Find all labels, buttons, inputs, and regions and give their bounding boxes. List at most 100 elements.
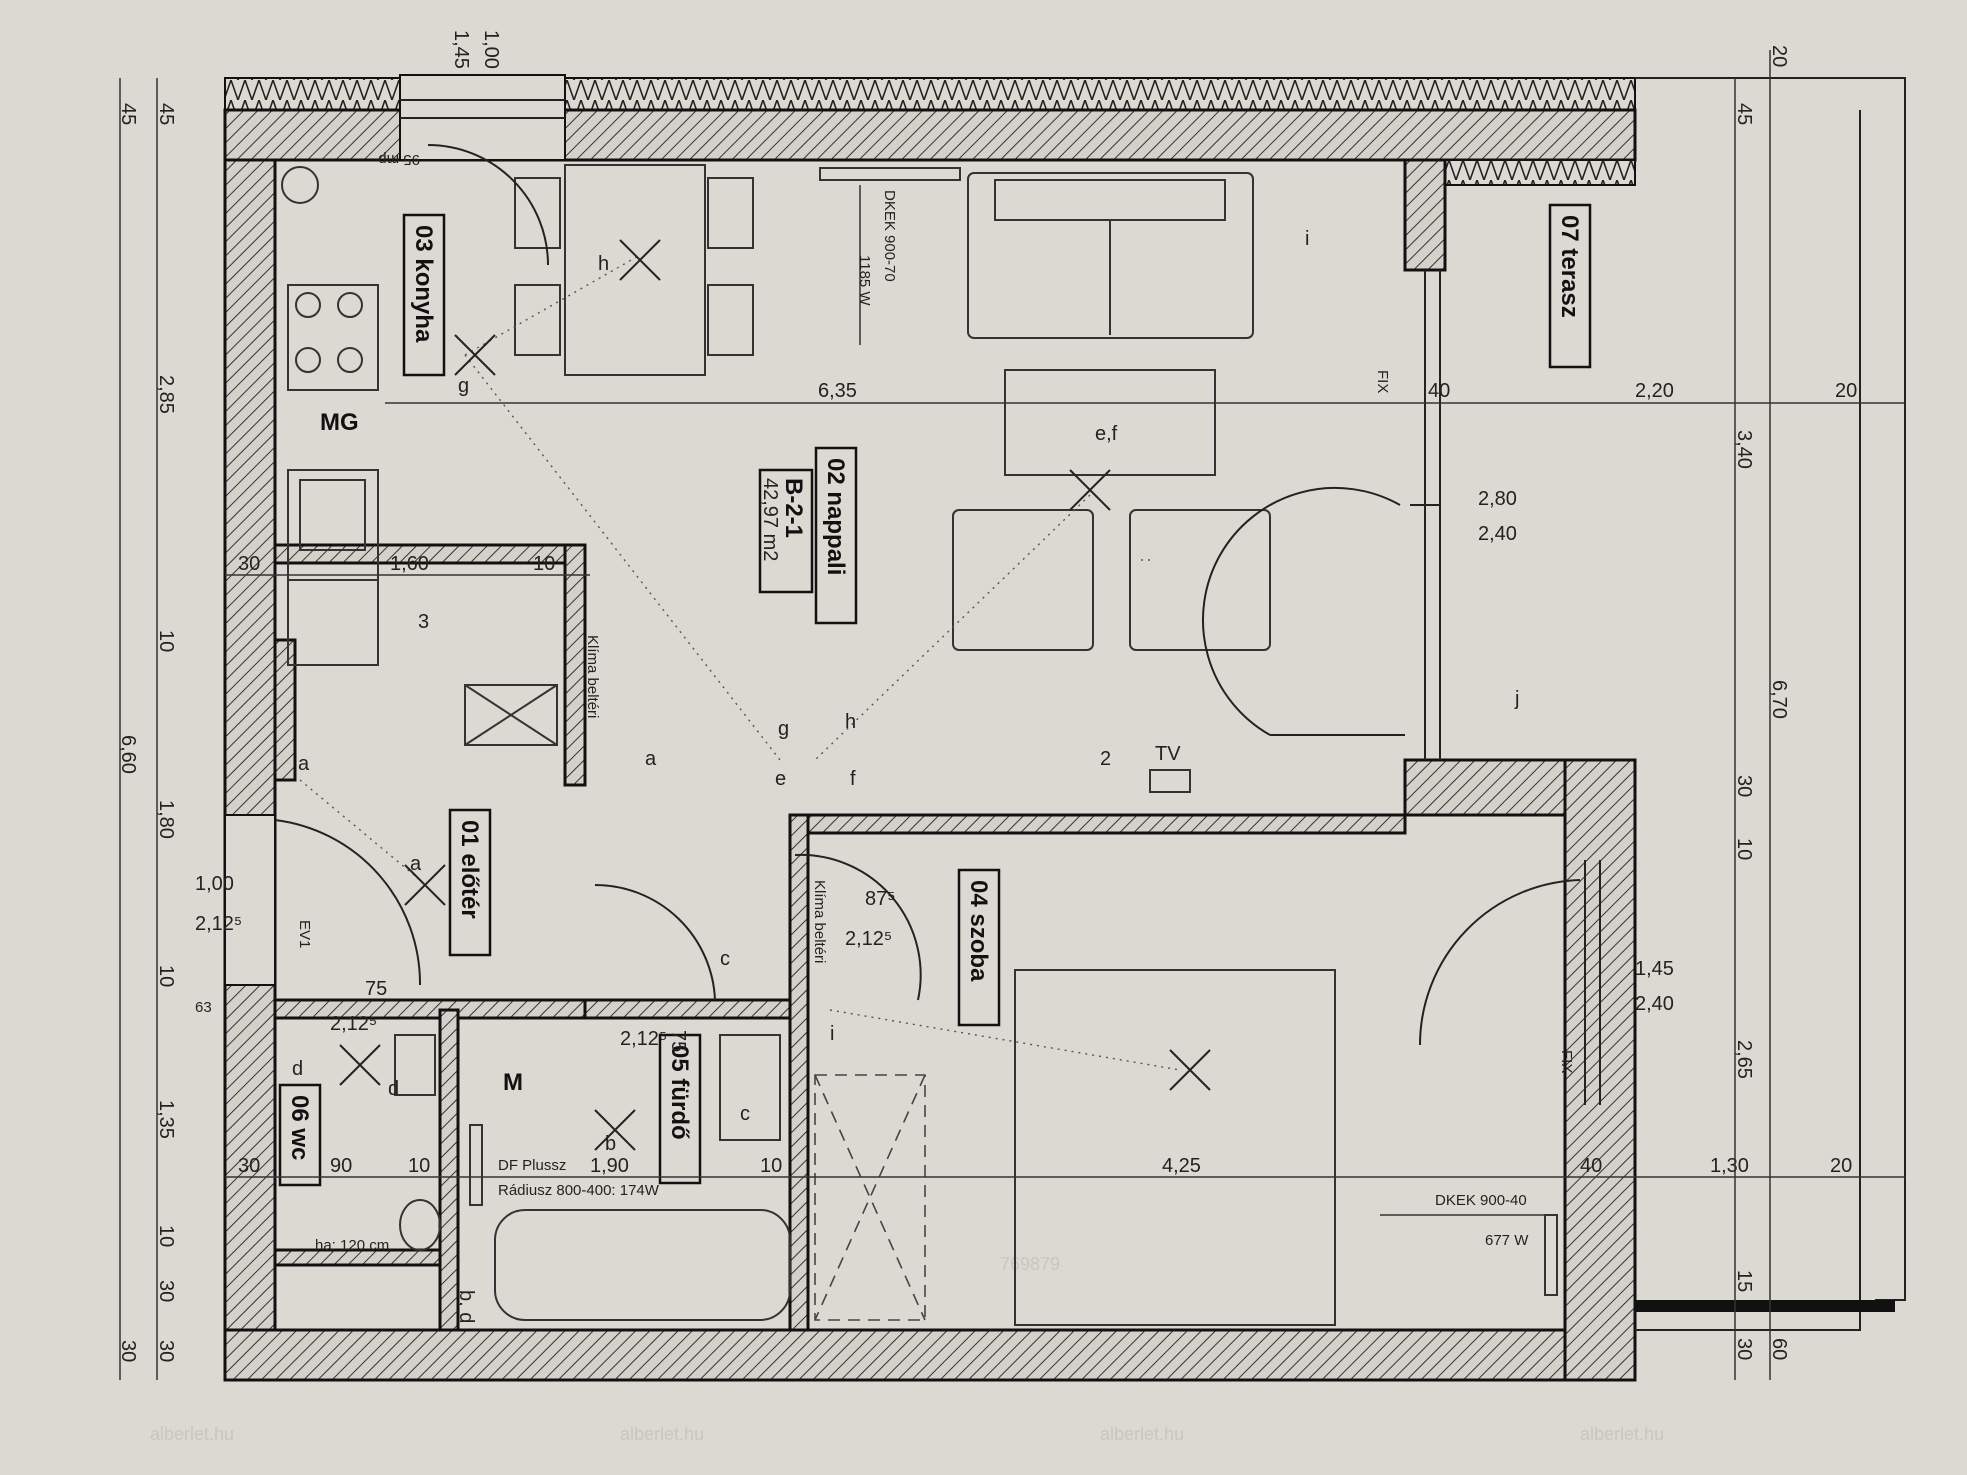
watermark-id: 769879 [1000,1254,1060,1274]
wall-bath-right [788,813,810,1332]
wall-bedroom-top [1403,758,1567,817]
dim-mid: 30 [238,553,260,575]
dim-right-inner: 45 [1733,103,1755,125]
kitchen-window-height: 1,45 [450,30,472,69]
chair [514,284,561,356]
dim-top: 6,35 [818,380,857,402]
kitchen-window-width: 1,00 [480,30,502,69]
terrace-door-height: 2,40 [1478,523,1517,545]
wall-wc-bath [273,998,587,1020]
light-fixtures [339,239,1211,1151]
bath-door-swing [594,883,716,1001]
fix-label: FIX [1558,1050,1575,1073]
dim-left-inner: 10 [155,630,177,652]
light-x [454,334,496,376]
wall-left [223,158,277,1382]
svg-text:1185 W: 1185 W [856,255,873,306]
dimension-lines: 6,35 40 2,20 20 30 1,60 10 30 90 10 1,90… [117,45,1905,1380]
chair [707,284,754,356]
radiator-2-power: 677 W [1485,1232,1529,1249]
entry-door-height: 2,12⁵ [195,913,242,935]
shoe-cabinet [464,684,558,746]
radiator-1-label: DKEK 900-70 1185 W [856,190,898,306]
bed [1014,969,1336,1326]
svg-text:B-2-1: B-2-1 [780,478,807,538]
armchair [952,509,1094,651]
wall-wc-top [273,638,297,782]
room-living-label: 02 nappali [814,446,858,625]
dim-right-outer: 60 [1768,1338,1790,1360]
wiring [299,254,1181,1071]
terrace-inner-outline [1635,110,1861,1331]
bedroom-window-swing [1419,879,1581,1046]
svg-text:DKEK 900-70: DKEK 900-70 [881,190,898,282]
switch-letters: a a a b c c d d e f g h i i j 3 2 e,f h … [292,228,1519,1155]
dim-left-inner: 2,85 [155,375,177,414]
room-bath-label: 05 fürdő [658,1033,702,1185]
chair [514,177,561,249]
svg-text:a: a [410,853,422,875]
stove [287,284,379,391]
svg-text:h: h [845,711,856,733]
entry-ev-label: EV1 [296,920,313,948]
room-labels: 03 konyha 02 nappali B-2-1 42,97 m2 01 e… [278,203,1592,1187]
wall-wc-right [438,1008,460,1332]
entry-door-opening [224,814,276,986]
dim-mid: 10 [533,553,555,575]
dim-bottom: 10 [408,1155,430,1177]
dim-left-outer: 6,60 [117,735,139,774]
dim-bottom: 4,25 [1162,1155,1201,1177]
dim-left-inner: 45 [155,103,177,125]
dim-right-inner: 15 [1733,1270,1755,1292]
dim-top: 2,20 [1635,380,1674,402]
clima-label-1: Klíma beltéri [584,635,601,718]
light-x [594,1109,636,1151]
svg-text:2: 2 [1100,748,1111,770]
svg-text:j: j [1514,688,1519,710]
dim-bottom: 40 [1580,1155,1602,1177]
wall-entry-closet [563,543,587,787]
light-x [339,1044,381,1086]
bedroom-door-height: 2,12⁵ [845,928,892,950]
bath-door-height: 2,12⁵ [620,1028,667,1050]
svg-text:04 szoba: 04 szoba [965,880,992,982]
svg-text:a: a [645,748,657,770]
dim-right-inner: 10 [1733,838,1755,860]
tv-socket [1149,769,1191,793]
svg-text:05 fürdő: 05 fürdő [666,1045,693,1140]
bath-height: ha: 120 cm [315,1237,389,1254]
clima-label-2: Klíma beltéri [811,880,828,963]
light-x [1169,1049,1211,1091]
svg-text:3: 3 [418,611,429,633]
sink [287,579,379,666]
dim-right-inner: 2,65 [1733,1040,1755,1079]
ef-mark: e,f [1095,423,1118,445]
light-x [1069,469,1111,511]
dim-top: 40 [1428,380,1450,402]
dim-left-outer: 45 [117,103,139,125]
h-mark: h [598,253,609,275]
tv-label: TV [1155,743,1181,765]
armchair [1129,509,1271,651]
radiator [819,167,961,181]
dining-table [564,164,706,376]
boiler [281,166,319,204]
dim-right-inner: 3,40 [1733,430,1755,469]
bedroom-window-height: 2,40 [1635,993,1674,1015]
radiator-2-model: DKEK 900-40 [1435,1192,1527,1209]
room-kitchen-label: 03 konyha [402,213,446,377]
bath-radiator-line2: Rádiusz 800-400: 174W [498,1182,660,1199]
chair [707,177,754,249]
svg-text:42,97 m2: 42,97 m2 [759,478,781,561]
bath-m-label: M [503,1069,523,1096]
bath-radiator [469,1124,483,1206]
radiator [1544,1214,1558,1296]
wall-bedroom-partition [788,813,1407,835]
dim-mid: 1,60 [390,553,429,575]
dim-bottom: 30 [238,1155,260,1177]
svg-text:g: g [778,718,789,740]
entry-mark: 63 [195,999,212,1016]
terrace-glazing [1410,270,1601,1105]
svg-text:i: i [1305,228,1309,250]
watermark: alberlet.hu [620,1424,704,1444]
